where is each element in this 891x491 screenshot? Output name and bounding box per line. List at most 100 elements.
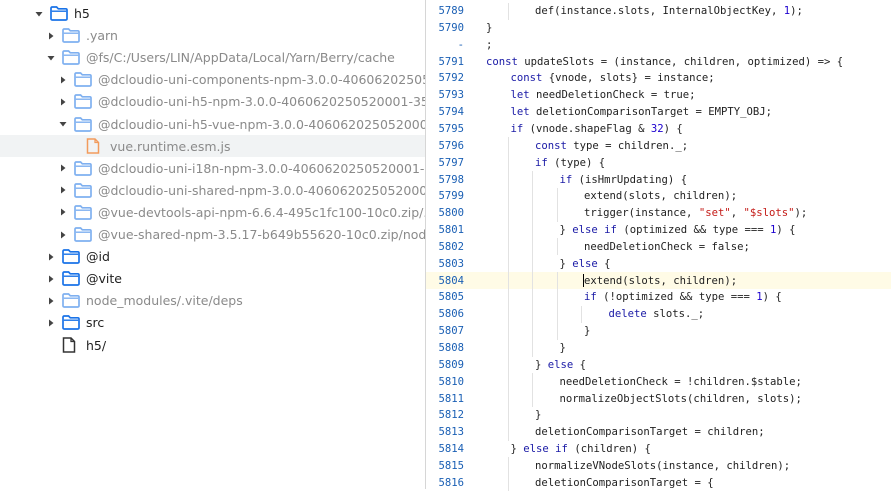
line-number[interactable]: 5815 (438, 459, 464, 472)
line-number[interactable]: 5808 (438, 342, 464, 354)
tree-folder-item[interactable]: node_modules/.vite/deps (0, 290, 425, 312)
chevron-right-icon[interactable] (58, 230, 68, 240)
tree-folder-item[interactable]: src (0, 312, 425, 334)
code-text: extend(slots, children); (584, 190, 738, 203)
tree-folder-item[interactable]: @dcloudio-uni-components-npm-3.0.0-40606… (0, 69, 442, 91)
indent-guide (532, 272, 533, 290)
chevron-right-icon[interactable] (46, 318, 56, 328)
chevron-down-icon[interactable] (58, 119, 68, 129)
tree-folder-item[interactable]: @id (0, 246, 425, 268)
folder-icon (62, 249, 80, 265)
line-number[interactable]: 5802 (438, 240, 464, 253)
chevron-right-icon[interactable] (58, 207, 68, 217)
folder-icon (62, 50, 80, 66)
code-line[interactable]: -; (426, 36, 891, 53)
chevron-down-icon[interactable] (46, 53, 56, 63)
folder-icon (74, 204, 92, 220)
line-number[interactable]: 5803 (438, 257, 464, 270)
code-line[interactable]: 5809} else { (426, 356, 891, 374)
line-number[interactable]: - (457, 38, 464, 51)
code-line[interactable]: 5799 extend(slots, children); (426, 187, 891, 205)
code-line[interactable]: 5807} (426, 322, 891, 340)
chevron-right-icon[interactable] (58, 97, 68, 107)
tree-folder-item[interactable]: @vue-shared-npm-3.5.17-b649b55620-10c0.z… (0, 224, 438, 246)
tree-folder-item[interactable]: @dcloudio-uni-i18n-npm-3.0.0-40606202505… (0, 157, 436, 179)
code-line[interactable]: 5812} (426, 406, 891, 424)
code-line[interactable]: 5803} else { (426, 255, 891, 273)
line-number[interactable]: 5796 (438, 139, 464, 152)
line-number[interactable]: 5789 (438, 5, 464, 17)
line-number[interactable]: 5814 (438, 443, 464, 456)
line-number[interactable]: 5809 (438, 358, 464, 371)
tree-folder-item[interactable]: @fs/C:/Users/LIN/AppData/Local/Yarn/Berr… (0, 47, 425, 69)
tree-folder-item[interactable]: h5 (0, 3, 425, 25)
line-number[interactable]: 5791 (438, 55, 464, 68)
tree-folder-item[interactable]: @dcloudio-uni-h5-npm-3.0.0-4060620250520… (0, 91, 441, 113)
chevron-down-icon[interactable] (34, 9, 44, 19)
line-number[interactable]: 5801 (438, 224, 464, 237)
chevron-right-icon[interactable] (58, 163, 68, 173)
line-number[interactable]: 5799 (438, 190, 464, 203)
line-number[interactable]: 5813 (438, 426, 464, 439)
panel-divider[interactable] (425, 0, 426, 489)
indent-guide (532, 305, 533, 323)
indent-guide (507, 305, 509, 323)
tree-file-item[interactable]: vue.runtime.esm.js (0, 135, 425, 158)
code-line[interactable]: 5801} else if (optimized && type === 1) … (426, 221, 891, 239)
chevron-right-icon[interactable] (46, 31, 56, 41)
line-number[interactable]: 5790 (438, 21, 464, 34)
tree-folder-item[interactable]: @vue-devtools-api-npm-6.6.4-495c1fc100-1… (0, 201, 435, 223)
line-number[interactable]: 5800 (438, 207, 464, 220)
line-number[interactable]: 5805 (438, 291, 464, 304)
line-number[interactable]: 5811 (438, 392, 464, 405)
line-number[interactable]: 5806 (438, 308, 464, 321)
tree-folder-item[interactable]: @vite (0, 268, 425, 290)
chevron-right-icon[interactable] (46, 296, 56, 306)
code-line[interactable]: 5814} else if (children) { (426, 441, 891, 458)
chevron-right-icon[interactable] (46, 274, 56, 284)
tree-file-item[interactable]: h5/ (0, 334, 425, 356)
indent-guide (507, 137, 509, 155)
code-line[interactable]: 5790} (426, 19, 891, 36)
chevron-right-icon[interactable] (58, 185, 68, 195)
line-number[interactable]: 5810 (438, 375, 464, 388)
line-number[interactable]: 5797 (438, 156, 464, 169)
tree-folder-item[interactable]: .yarn (0, 25, 425, 47)
tree-folder-item[interactable]: @dcloudio-uni-h5-vue-npm-3.0.0-406062025… (0, 113, 440, 135)
line-number[interactable]: 5794 (438, 106, 464, 119)
folder-icon (74, 227, 92, 243)
line-number[interactable]: 5816 (438, 476, 464, 489)
folder-icon (62, 271, 80, 287)
line-number[interactable]: 5812 (438, 409, 464, 422)
chevron-right-icon[interactable] (58, 75, 68, 85)
line-number[interactable]: 5793 (438, 89, 464, 102)
line-number[interactable]: 5807 (438, 325, 464, 338)
code-line[interactable]: 5808} (426, 339, 891, 357)
tree-folder-item[interactable]: @dcloudio-uni-shared-npm-3.0.0-406062025… (0, 179, 439, 201)
line-number[interactable]: 5798 (438, 173, 464, 186)
chevron-right-icon[interactable] (46, 252, 56, 262)
line-number[interactable]: 5804 (438, 274, 464, 287)
line-number[interactable]: 5792 (438, 72, 464, 85)
line-number[interactable]: 5795 (438, 122, 464, 135)
